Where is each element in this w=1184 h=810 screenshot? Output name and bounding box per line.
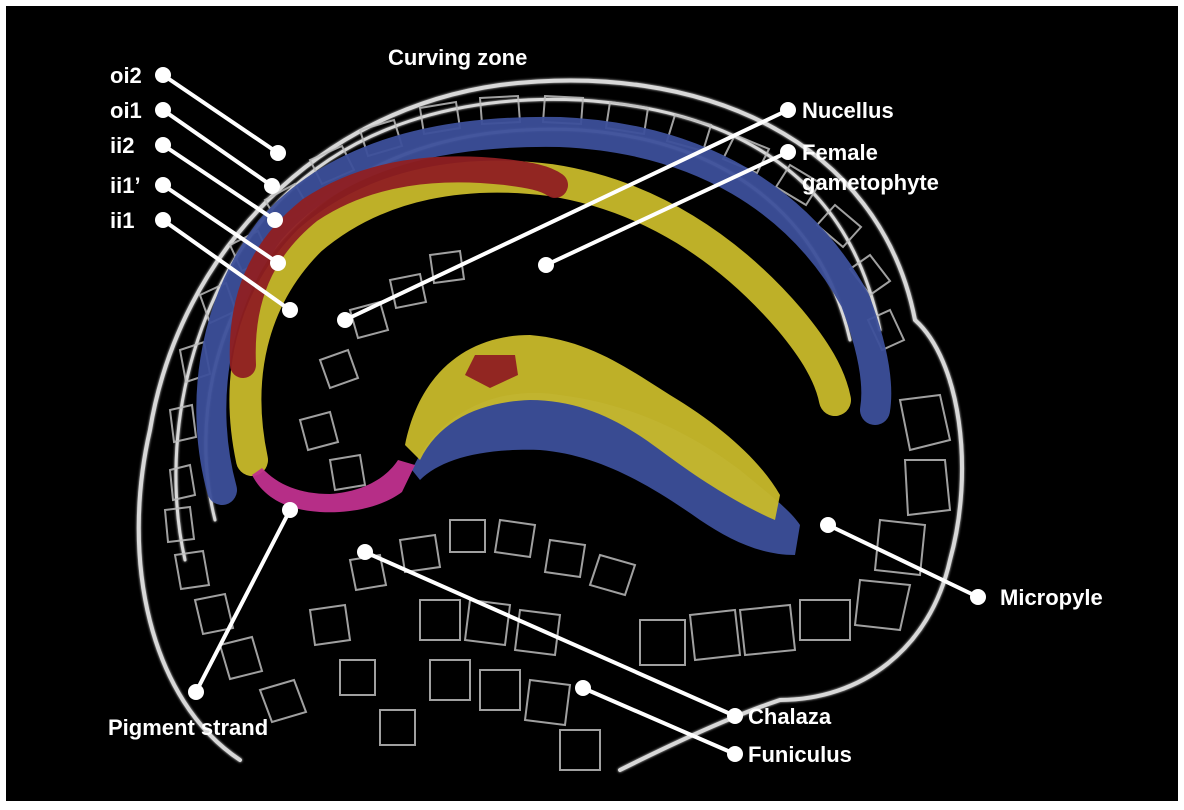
label-oi1: oi1 (110, 98, 142, 123)
leader-pigment-strand (196, 510, 290, 692)
label-curving-zone: Curving zone (388, 45, 527, 70)
leader-oi2 (163, 75, 278, 153)
label-nucellus: Nucellus (802, 98, 894, 123)
label-chalaza: Chalaza (748, 704, 832, 729)
label-funiculus: Funiculus (748, 742, 852, 767)
ovule-micrograph-figure: Curving zone oi2 oi1 ii2 ii1’ ii1 Nucell… (6, 6, 1178, 801)
label-female-gametophyte-line2: gametophyte (802, 170, 939, 195)
label-oi2: oi2 (110, 63, 142, 88)
label-female-gametophyte-line1: Female (802, 140, 878, 165)
leader-funiculus (583, 688, 735, 754)
label-ii1: ii1 (110, 208, 134, 233)
label-ii1-prime: ii1’ (110, 173, 141, 198)
leader-oi1 (163, 110, 272, 186)
leader-ii2 (163, 145, 275, 220)
label-ii2: ii2 (110, 133, 134, 158)
label-micropyle: Micropyle (1000, 585, 1103, 610)
label-pigment-strand: Pigment strand (108, 715, 268, 740)
ovule-diagram-svg: Curving zone oi2 oi1 ii2 ii1’ ii1 Nucell… (6, 6, 1178, 801)
